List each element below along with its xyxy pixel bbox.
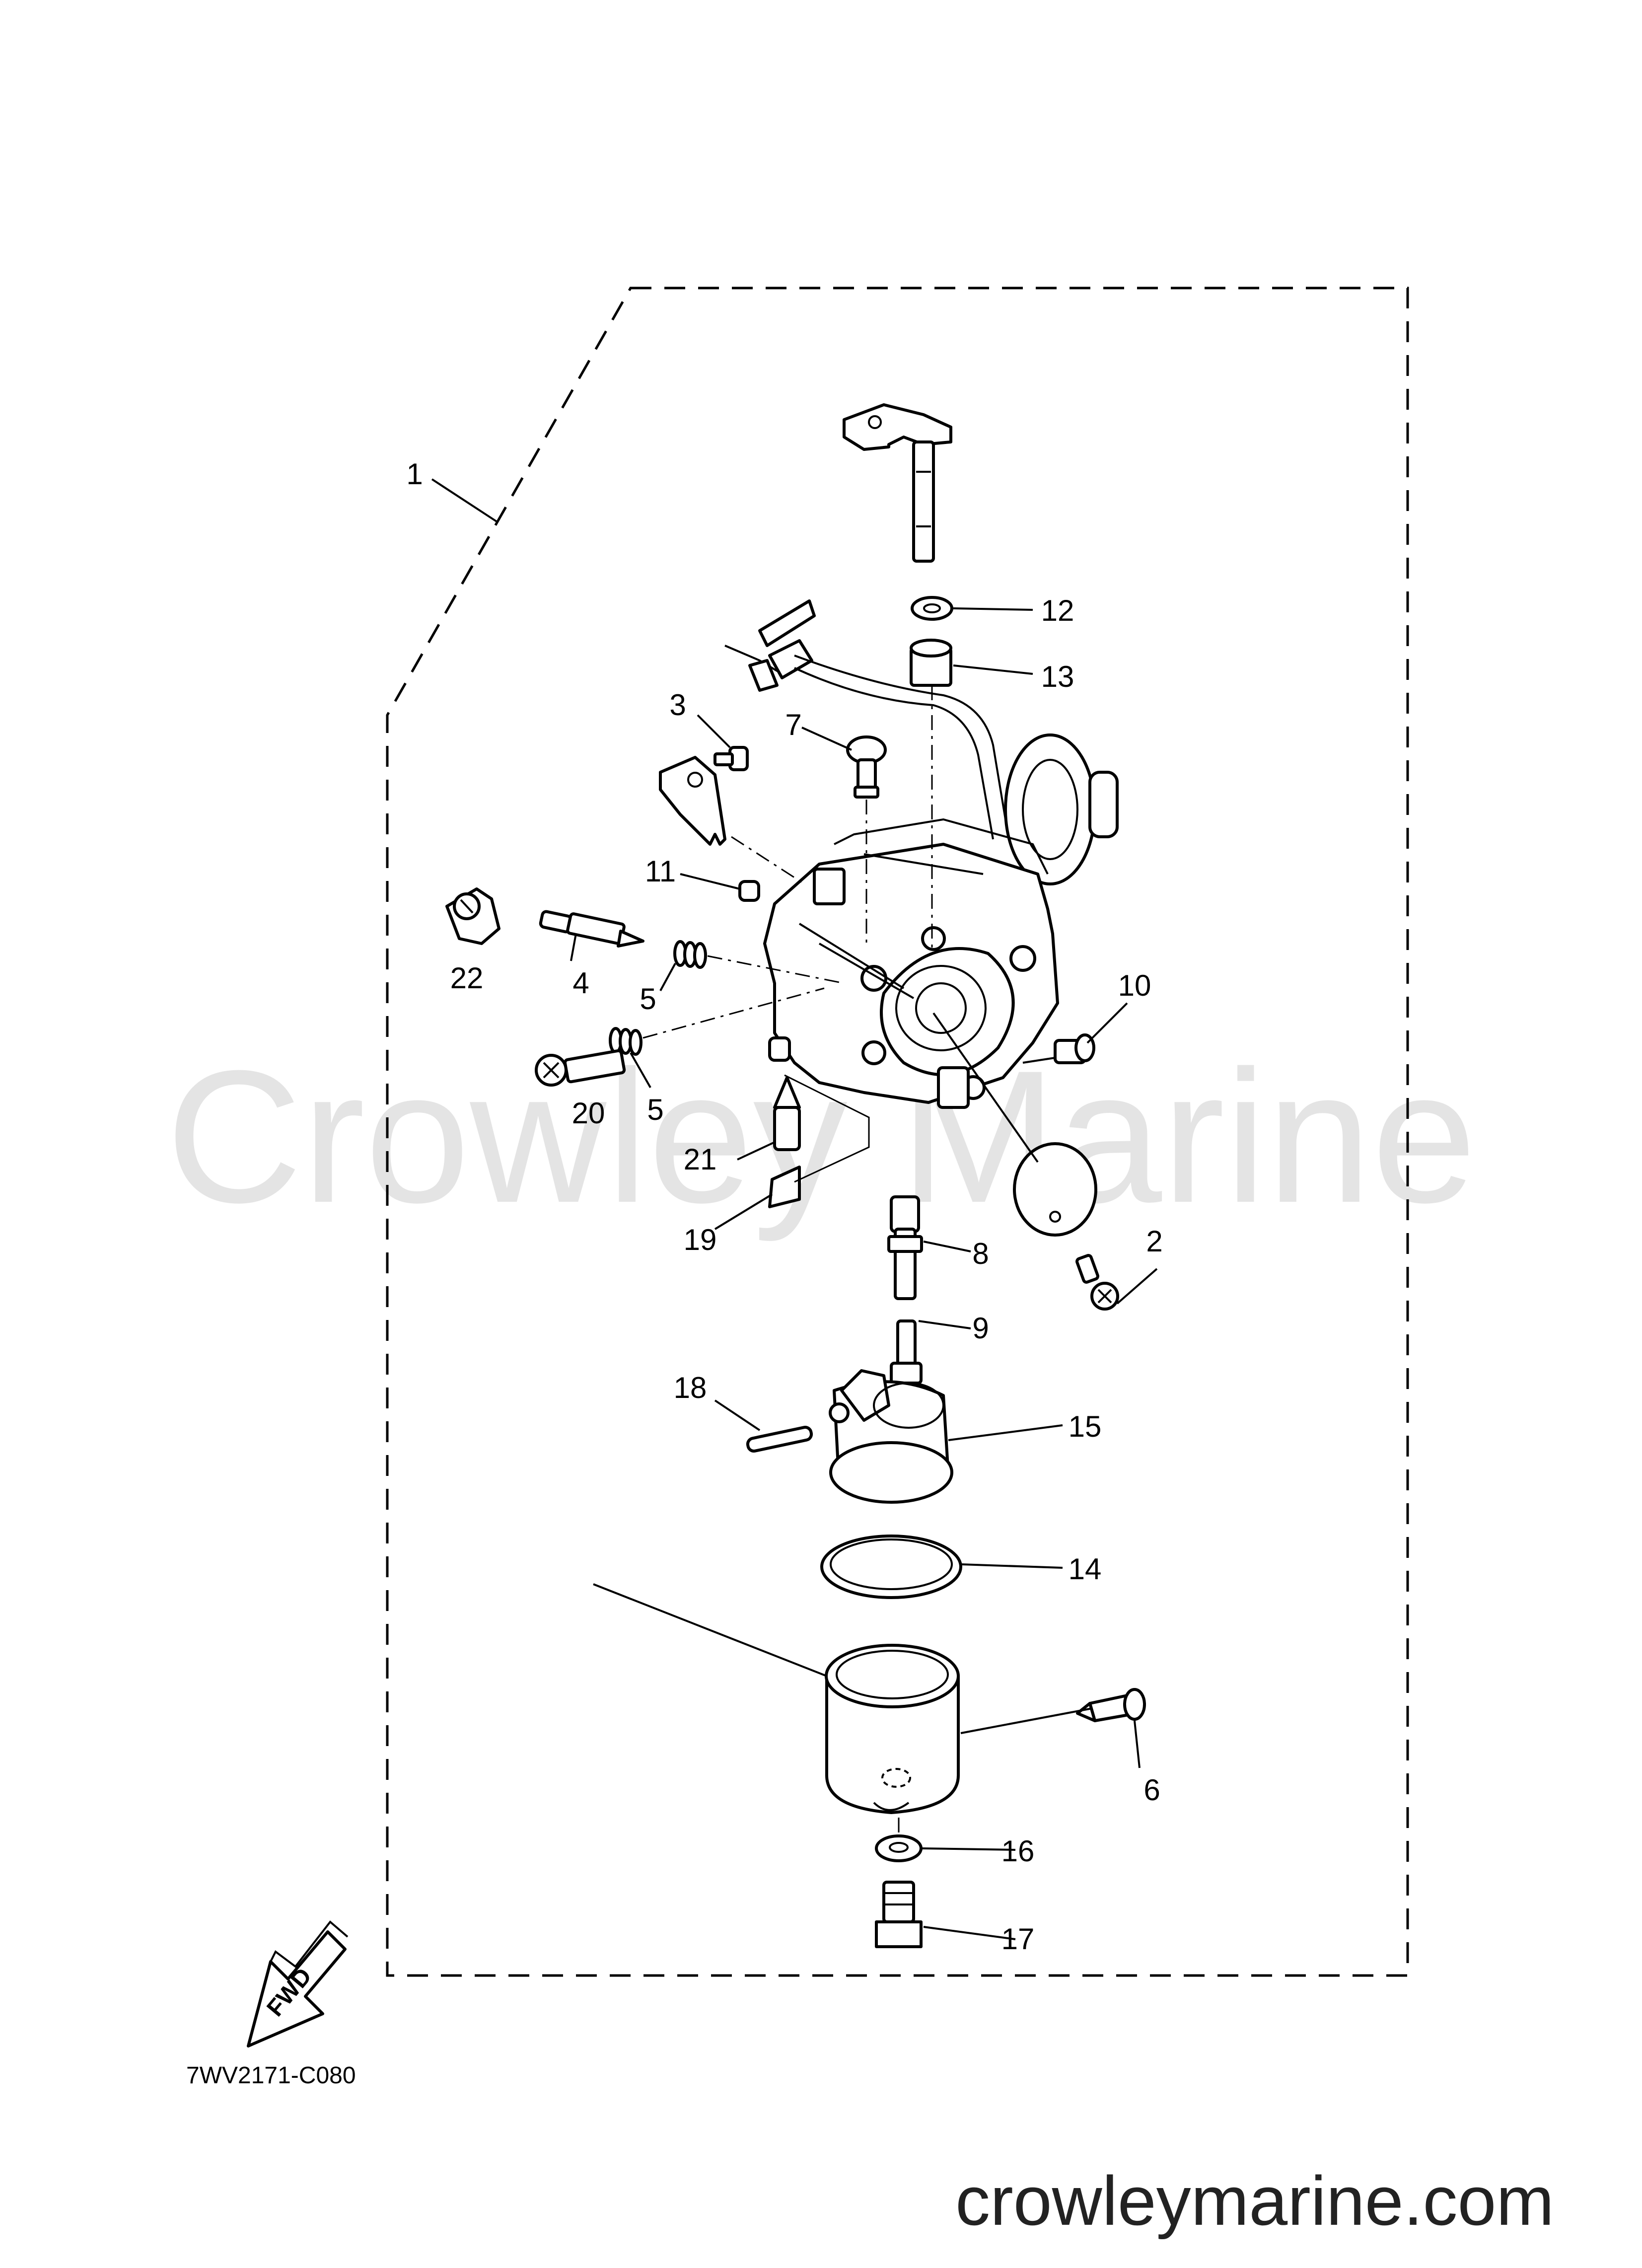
jet-10-part	[1054, 1033, 1095, 1064]
gasket-part	[820, 1535, 962, 1599]
callout-7: 7	[785, 708, 801, 741]
carburetor-body-part	[763, 818, 1059, 1109]
screw-6-part	[1076, 1688, 1146, 1722]
pilot-screw-part	[539, 910, 644, 948]
throttle-stop-screw-part	[535, 1049, 626, 1087]
collar-part	[910, 639, 952, 687]
callout-22: 22	[450, 961, 484, 995]
screw-7-part	[846, 735, 887, 799]
callout-8: 8	[972, 1237, 989, 1270]
cover-guide	[932, 1012, 1039, 1163]
callout-9: 9	[972, 1312, 989, 1345]
needle-guide-bracket	[784, 1074, 870, 1183]
main-jet-part	[890, 1319, 923, 1385]
lever-plate-part	[659, 756, 726, 846]
callout-5a: 5	[640, 982, 656, 1016]
diagram-code: 7WV2171-C080	[186, 2062, 356, 2089]
cap-11-part	[738, 880, 760, 902]
throttle-shaft-part	[843, 403, 952, 563]
callout-18: 18	[674, 1371, 707, 1404]
assembly-guides	[643, 685, 933, 1837]
drain-screw-part	[875, 1881, 923, 1948]
screw-3-part	[714, 746, 749, 771]
callout-14: 14	[1069, 1552, 1102, 1586]
callout-17: 17	[1001, 1922, 1035, 1956]
callout-3: 3	[669, 688, 686, 722]
screw-2-part	[1075, 1254, 1119, 1311]
callout-11: 11	[645, 855, 676, 888]
callout-6: 6	[1143, 1773, 1160, 1807]
choke-and-wire-part	[724, 599, 1119, 885]
callout-2: 2	[1146, 1225, 1162, 1258]
callout-10: 10	[1118, 969, 1151, 1002]
callout-16: 16	[1001, 1834, 1035, 1868]
callout-12: 12	[1041, 594, 1074, 627]
drain-washer-part	[875, 1834, 923, 1862]
float-bowl-part	[825, 1644, 960, 1814]
callout-15: 15	[1069, 1410, 1102, 1443]
callout-13: 13	[1041, 660, 1074, 693]
clip-part	[768, 1166, 801, 1208]
washer-part	[911, 596, 953, 621]
callout-19: 19	[684, 1223, 717, 1256]
cap-22-part	[445, 887, 500, 945]
needle-valve-part	[773, 1076, 801, 1151]
cover-plate-part	[1013, 1142, 1097, 1237]
callout-21: 21	[684, 1143, 717, 1176]
float-part	[829, 1369, 953, 1504]
assembly-boundary	[386, 287, 1409, 1977]
callout-20: 20	[572, 1097, 605, 1130]
website-url: crowleymarine.com	[955, 2162, 1554, 2240]
callout-labels: 1 2 3 4 5 5 6 7 8 9 10 11 12 13 14 15 16…	[406, 457, 1162, 1956]
main-nozzle-part	[887, 1195, 923, 1300]
callout-4: 4	[572, 966, 589, 1000]
callout-1: 1	[406, 457, 423, 491]
callout-5b: 5	[647, 1093, 663, 1126]
spring-lower-part	[609, 1027, 643, 1056]
spring-upper-part	[673, 940, 707, 969]
fwd-arrow-icon: FWD	[247, 1920, 349, 2048]
leader-lines	[431, 478, 1158, 1940]
float-pin-part	[746, 1426, 813, 1453]
